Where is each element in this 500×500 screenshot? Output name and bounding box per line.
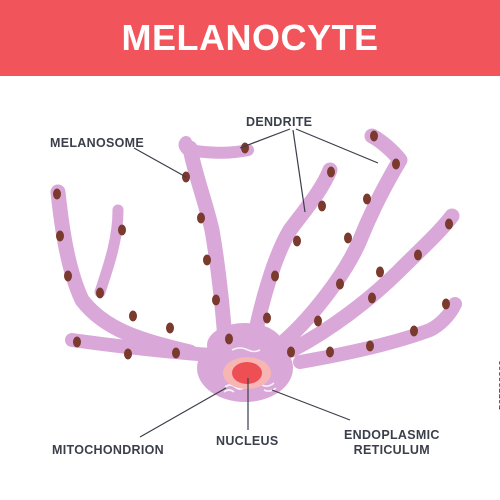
leader-dendrite-a: [239, 128, 291, 149]
melanosome-dot: [73, 336, 81, 348]
melanosome-dot: [96, 287, 104, 299]
dendrite-upper: [182, 140, 233, 348]
melanosome-dot: [118, 224, 126, 236]
melanosome-dot: [414, 249, 422, 261]
melanosome-dot: [370, 130, 378, 142]
label-endoplasmic-line1: ENDOPLASMIC: [344, 428, 440, 442]
melanosome-dot: [366, 340, 374, 352]
melanosome-dot: [318, 200, 326, 212]
dendrite-right-upper: [272, 128, 408, 353]
melanosome-dot: [124, 348, 132, 360]
leader-melanosome: [133, 147, 187, 178]
melanosome-dot: [166, 322, 174, 334]
melanosome-dot: [172, 347, 180, 359]
label-melanosome: MELANOSOME: [50, 136, 144, 150]
melanosome-dot: [203, 254, 211, 266]
melanosome-dot: [287, 346, 295, 358]
melanosome-dot: [368, 292, 376, 304]
dendrite-left: [50, 184, 198, 360]
melanosome-dot: [64, 270, 72, 282]
dendrite-right: [284, 208, 460, 358]
melanosome-dot: [129, 310, 137, 322]
melanosome-dot: [410, 325, 418, 337]
melanosome-dot: [327, 166, 335, 178]
leader-dendrite-b: [292, 129, 306, 213]
melanosome-dot: [293, 235, 301, 247]
label-endoplasmic-line2: RETICULUM: [353, 443, 430, 457]
melanosome-dot: [326, 346, 334, 358]
leader-lines: [133, 128, 379, 438]
label-nucleus: NUCLEUS: [216, 434, 279, 448]
melanosome-dot: [241, 142, 249, 154]
melanosomes: [53, 130, 453, 360]
melanosome-dot: [225, 333, 233, 345]
title-banner: MELANOCYTE: [0, 0, 500, 76]
melanosome-dot: [392, 158, 400, 170]
melanosome-dot: [344, 232, 352, 244]
melanosome-dot: [53, 188, 61, 200]
leader-endoplasmic: [271, 389, 351, 421]
leader-dendrite-c: [295, 128, 379, 164]
label-dendrite: DENDRITE: [246, 115, 313, 129]
nucleus: [223, 357, 271, 389]
er-shape: [261, 382, 275, 387]
melanosome-dot: [445, 218, 453, 230]
dendrite-upper-fork-a: [184, 144, 254, 159]
leader-mitochondrion: [139, 387, 227, 438]
er-shape: [263, 387, 277, 392]
dendrite-lower-left: [65, 333, 217, 362]
melanosome-dot: [263, 312, 271, 324]
mitochondrion-shape: [223, 389, 235, 393]
melanosome-dot: [363, 193, 371, 205]
nucleus-inner: [232, 362, 262, 384]
dendrite-left-sub: [94, 204, 124, 298]
dendrite-upper-fork-b: [178, 136, 196, 158]
er-shape: [231, 347, 261, 353]
melanosome-dot: [442, 298, 450, 310]
melanosome-dot: [271, 270, 279, 282]
dendrite-mid: [247, 162, 338, 343]
melanosome-dot: [376, 266, 384, 278]
melanosome-dot: [56, 230, 64, 242]
melanosome-dot: [212, 294, 220, 306]
melanosome-dot: [336, 278, 344, 290]
cell-body-top: [207, 323, 283, 367]
melanosome-dot: [314, 315, 322, 327]
page-title: MELANOCYTE: [121, 17, 379, 58]
label-mitochondrion: MITOCHONDRION: [52, 443, 164, 457]
label-endoplasmic-reticulum: ENDOPLASMIC RETICULUM: [344, 428, 440, 458]
melanosome-dot: [197, 212, 205, 224]
